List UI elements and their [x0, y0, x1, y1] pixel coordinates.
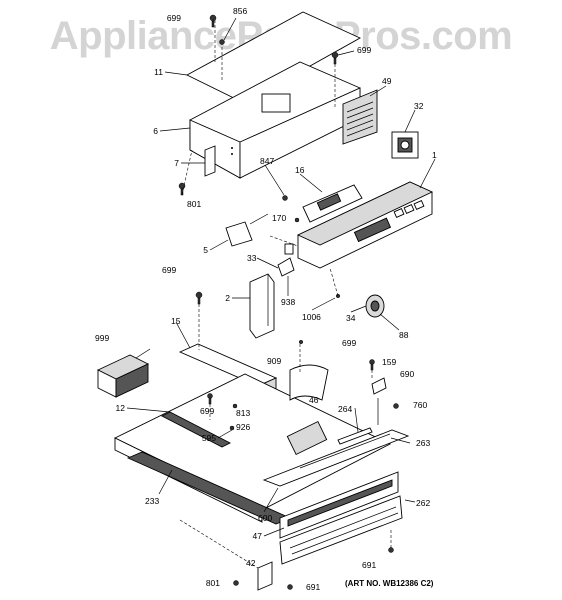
screw-699-right: [331, 51, 339, 65]
part-control-panel: [296, 181, 434, 269]
callout-999: 999: [95, 333, 109, 343]
callout-699-top: 699: [167, 13, 181, 23]
part-front-panel-262: [279, 471, 399, 539]
part-33: [277, 257, 295, 277]
callout-1006: 1006: [302, 312, 321, 322]
part-bracket-42: [257, 561, 273, 591]
part-46: [289, 364, 329, 401]
callout-691-right: 691: [362, 560, 376, 570]
screw-699-left: [195, 291, 203, 305]
part-159: [371, 377, 387, 395]
callout-262: 262: [416, 498, 430, 508]
part-control-board-16: [302, 184, 363, 223]
callout-159: 159: [382, 357, 396, 367]
screw-847: [282, 195, 288, 201]
callout-595: 595: [202, 433, 216, 443]
callout-15: 15: [171, 316, 181, 326]
callout-2: 2: [225, 293, 230, 303]
part-938: [284, 243, 294, 255]
assembly-guide-lines: [179, 64, 392, 569]
screw-909: [298, 339, 304, 345]
callout-856: 856: [233, 6, 247, 16]
callout-labels: 699 856 699 11 49 32 6 1 7 847 16 801 17…: [95, 6, 437, 592]
callout-263: 263: [416, 438, 430, 448]
callout-170: 170: [272, 213, 286, 223]
callout-33: 33: [247, 253, 257, 263]
callout-47: 47: [253, 531, 263, 541]
screw-856: [219, 39, 225, 45]
callout-909: 909: [267, 356, 281, 366]
part-duct-49: [342, 89, 378, 145]
callout-34: 34: [346, 313, 356, 323]
screw-801-bottom: [233, 580, 239, 586]
callout-690: 690: [400, 369, 414, 379]
screw-691-bottom: [287, 584, 293, 590]
screw-691-right: [388, 547, 394, 553]
callout-233: 233: [145, 496, 159, 506]
callout-11: 11: [154, 67, 163, 77]
callout-12: 12: [116, 403, 126, 413]
screw-699-right-lower: [369, 359, 375, 371]
part-knob-88: [365, 294, 385, 318]
callout-5: 5: [203, 245, 208, 255]
callout-7: 7: [174, 158, 179, 168]
callout-699-right: 699: [357, 45, 371, 55]
screw-170: [294, 217, 300, 223]
part-trim-263: [262, 429, 410, 487]
callout-699-mid: 699: [200, 406, 214, 416]
callout-847: 847: [260, 156, 274, 166]
callout-42: 42: [246, 558, 256, 568]
callout-49: 49: [382, 76, 392, 86]
screw-699-top: [209, 14, 217, 28]
callout-6: 6: [153, 126, 158, 136]
part-box-999: [96, 354, 150, 398]
callout-600: 600: [258, 513, 272, 523]
callout-801-bottom: 801: [206, 578, 220, 588]
part-grille-47: [279, 495, 403, 565]
callout-16: 16: [295, 165, 305, 175]
callout-813: 813: [236, 408, 250, 418]
art-number: (ART NO. WB12386 C2): [345, 579, 434, 588]
screw-926: [229, 425, 235, 431]
part-switch-5: [225, 213, 269, 247]
part-motor-32: [391, 131, 419, 159]
screw-813: [232, 403, 238, 409]
part-bracket-7: [204, 145, 216, 177]
callout-760: 760: [413, 400, 427, 410]
callout-691-bottom: 691: [306, 582, 320, 592]
callout-46: 46: [309, 395, 319, 405]
callout-926: 926: [236, 422, 250, 432]
callout-32: 32: [414, 101, 424, 111]
callout-699-mid-right: 699: [342, 338, 356, 348]
callout-1: 1: [432, 150, 437, 160]
part-trim-264: [337, 427, 373, 445]
screw-760: [393, 403, 399, 409]
callout-88: 88: [399, 330, 409, 340]
callout-699-left: 699: [162, 265, 176, 275]
callout-801-top: 801: [187, 199, 201, 209]
part-top-cover: [186, 11, 361, 104]
part-bar-2: [249, 273, 275, 339]
callout-264: 264: [338, 404, 352, 414]
callout-938: 938: [281, 297, 295, 307]
leader-lines: [126, 17, 436, 537]
